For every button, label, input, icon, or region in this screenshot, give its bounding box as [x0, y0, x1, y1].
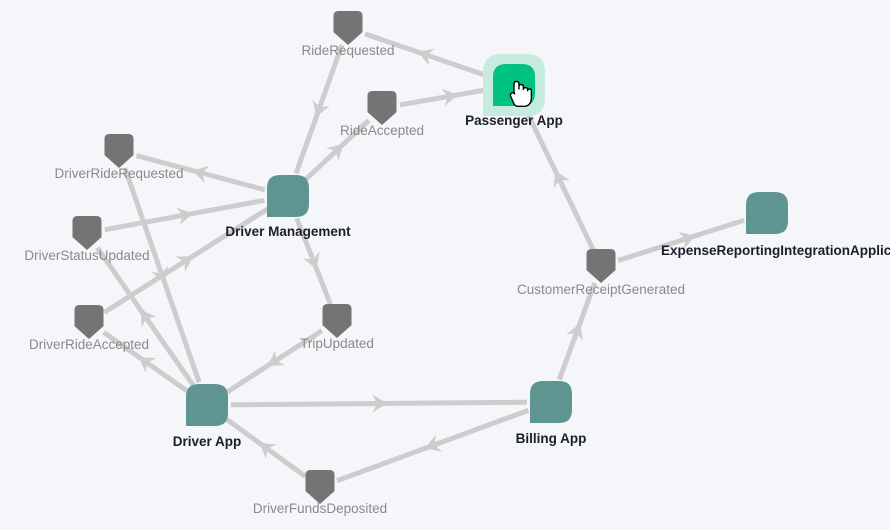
- application-node-expense-reporting-integration-application[interactable]: [746, 192, 788, 234]
- edge-direction-arrow-icon: [553, 170, 570, 189]
- event-node-driver-ride-accepted[interactable]: [74, 305, 104, 339]
- edge-direction-arrow-icon: [267, 350, 286, 366]
- event-node-ride-accepted[interactable]: [367, 91, 397, 125]
- event-node-trip-updated[interactable]: [322, 304, 352, 338]
- graph-edge[interactable]: [364, 31, 493, 80]
- event-node-driver-status-updated[interactable]: [72, 216, 102, 250]
- edge-direction-arrow-icon: [678, 231, 696, 250]
- edge-direction-arrow-icon: [176, 207, 193, 226]
- edge-direction-arrow-icon: [424, 434, 443, 452]
- edge-direction-arrow-icon: [138, 357, 157, 374]
- graph-edge[interactable]: [399, 86, 491, 108]
- edges-layer: [95, 31, 745, 484]
- edge-direction-arrow-icon: [326, 144, 344, 162]
- event-node-driver-ride-requested[interactable]: [104, 134, 134, 168]
- edge-direction-arrow-icon: [372, 394, 388, 413]
- edge-direction-arrow-icon: [259, 442, 277, 460]
- event-node-customer-receipt-generated[interactable]: [586, 249, 616, 283]
- application-node-driver-management[interactable]: [267, 175, 309, 217]
- event-node-ride-requested[interactable]: [333, 11, 363, 45]
- edge-direction-arrow-icon: [192, 165, 210, 184]
- edge-direction-arrow-icon: [140, 309, 157, 328]
- graph-edge[interactable]: [617, 217, 745, 263]
- edge-direction-arrow-icon: [312, 99, 330, 117]
- edge-direction-arrow-icon: [175, 256, 193, 272]
- edge-direction-arrow-icon: [417, 48, 435, 66]
- application-node-passenger-app[interactable]: [493, 64, 535, 106]
- event-node-driver-funds-deposited[interactable]: [305, 470, 335, 504]
- edge-direction-arrow-icon: [441, 88, 458, 107]
- edge-direction-arrow-icon: [302, 251, 320, 269]
- application-node-driver-app[interactable]: [186, 384, 228, 426]
- edge-direction-arrow-icon: [566, 323, 584, 341]
- application-node-billing-app[interactable]: [530, 381, 572, 423]
